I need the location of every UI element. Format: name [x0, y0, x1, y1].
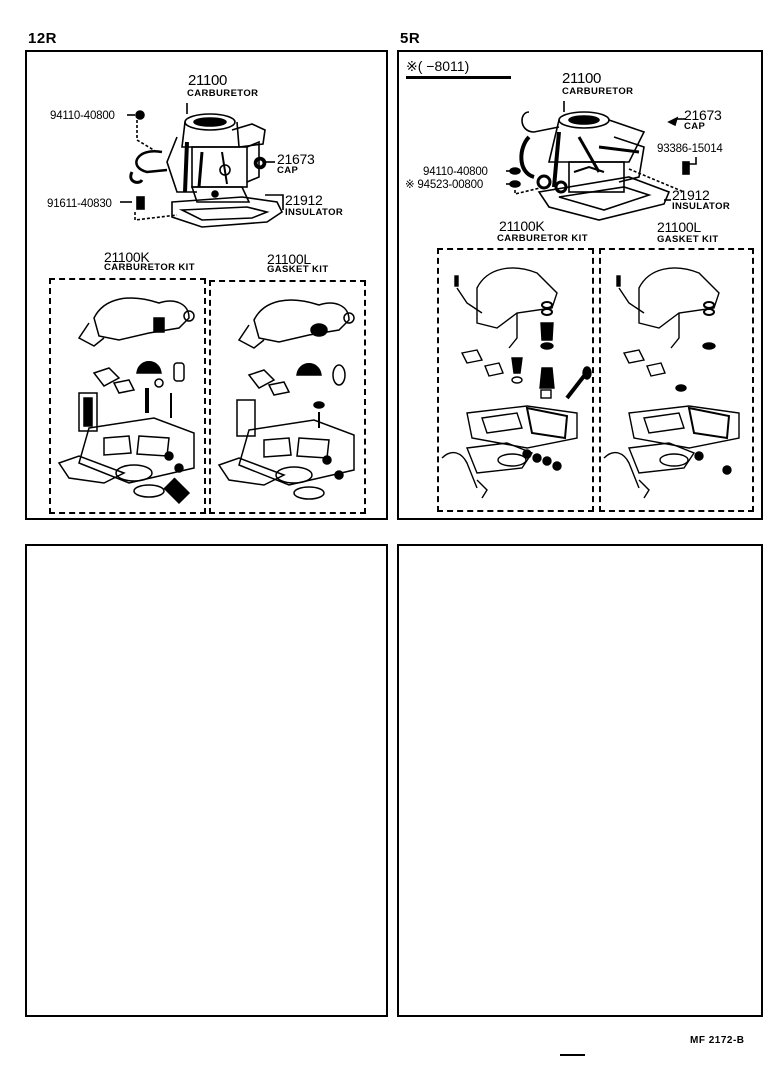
kit-number-21100l: 21100L — [267, 251, 311, 267]
carburetor-assembly-drawing — [120, 103, 284, 228]
kit-name-gasket-kit: GASKET KIT — [267, 264, 329, 275]
insulator-name: INSULATOR — [285, 207, 344, 218]
carburetor-number: 21100 — [562, 70, 602, 87]
kit-number-21100k: 21100K — [104, 249, 150, 265]
panel-bottom-left-empty — [25, 544, 388, 1017]
kit-number-21100l: 21100L — [657, 219, 701, 235]
carburetor-kit-exploded-drawing — [57, 297, 195, 505]
kit-name-carburetor-kit: CARBURETOR KIT — [104, 262, 195, 273]
part-number-93386-15014: 93386-15014 — [657, 143, 723, 155]
cap-number: 21673 — [684, 107, 722, 123]
carburetor-kit-box — [437, 248, 594, 512]
section-label-5r: 5R — [400, 30, 421, 47]
kit-number-21100k: 21100K — [499, 218, 545, 234]
cap-name: CAP — [684, 121, 706, 132]
cap-number: 21673 — [277, 151, 315, 167]
document-code: MF 2172-B — [690, 1035, 745, 1046]
part-number-94110-40800: 94110-40800 — [423, 166, 488, 178]
carburetor-name: CARBURETOR — [187, 88, 259, 99]
cap-name: CAP — [277, 165, 299, 176]
gasket-kit-box — [209, 280, 366, 514]
part-number-94110-40800: 94110-40800 — [50, 110, 115, 122]
applicability-note: ※( −8011) — [406, 58, 470, 74]
note-underline — [406, 76, 511, 79]
panel-5r-carburetor: ※( −8011) 21100 CARBURETOR 21673 CAP 933… — [397, 50, 763, 520]
carburetor-assembly-drawing — [506, 101, 697, 221]
gasket-kit-exploded-drawing — [217, 299, 355, 500]
section-label-12r: 12R — [28, 30, 58, 47]
carburetor-kit-box — [49, 278, 206, 514]
insulator-number: 21912 — [285, 192, 323, 208]
kit-name-gasket-kit: GASKET KIT — [657, 234, 719, 245]
gasket-kit-box — [599, 248, 754, 512]
carburetor-name: CARBURETOR — [562, 86, 634, 97]
part-number-94523-00800: ※ 94523-00800 — [405, 179, 484, 191]
panel-12r-carburetor: 21100 CARBURETOR 94110-40800 21673 CAP 9… — [25, 50, 388, 520]
gasket-kit-exploded-drawing — [603, 267, 740, 499]
part-number-91611-40830: 91611-40830 — [47, 198, 112, 210]
panel-bottom-right-empty — [397, 544, 763, 1017]
carburetor-number: 21100 — [188, 72, 228, 89]
carburetor-kit-exploded-drawing — [441, 267, 592, 499]
insulator-name: INSULATOR — [672, 201, 731, 212]
footer-mark — [560, 1054, 585, 1056]
kit-name-carburetor-kit: CARBURETOR KIT — [497, 233, 588, 244]
